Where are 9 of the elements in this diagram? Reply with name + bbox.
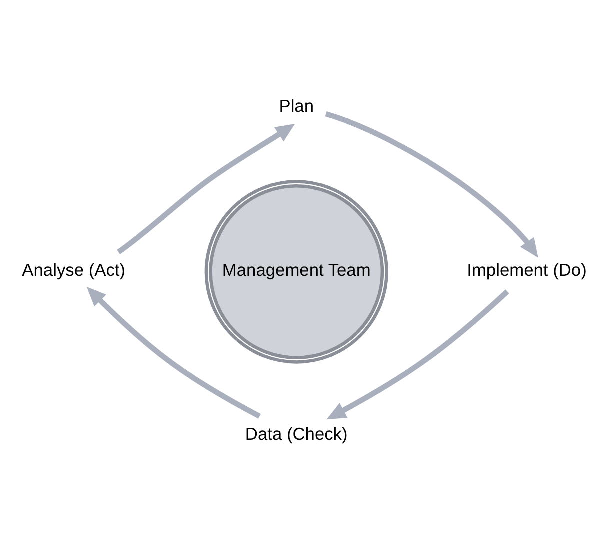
arrow bbox=[325, 110, 538, 258]
node-text: Implement (Do) bbox=[467, 260, 587, 280]
node-text: Data (Check) bbox=[245, 424, 348, 444]
arrow bbox=[326, 289, 510, 420]
node-text: Plan bbox=[279, 96, 314, 116]
arrow bbox=[86, 286, 261, 418]
arrow bbox=[117, 123, 296, 254]
node-circle: Management Team bbox=[204, 180, 388, 364]
node-text: Analyse (Act) bbox=[22, 260, 126, 280]
